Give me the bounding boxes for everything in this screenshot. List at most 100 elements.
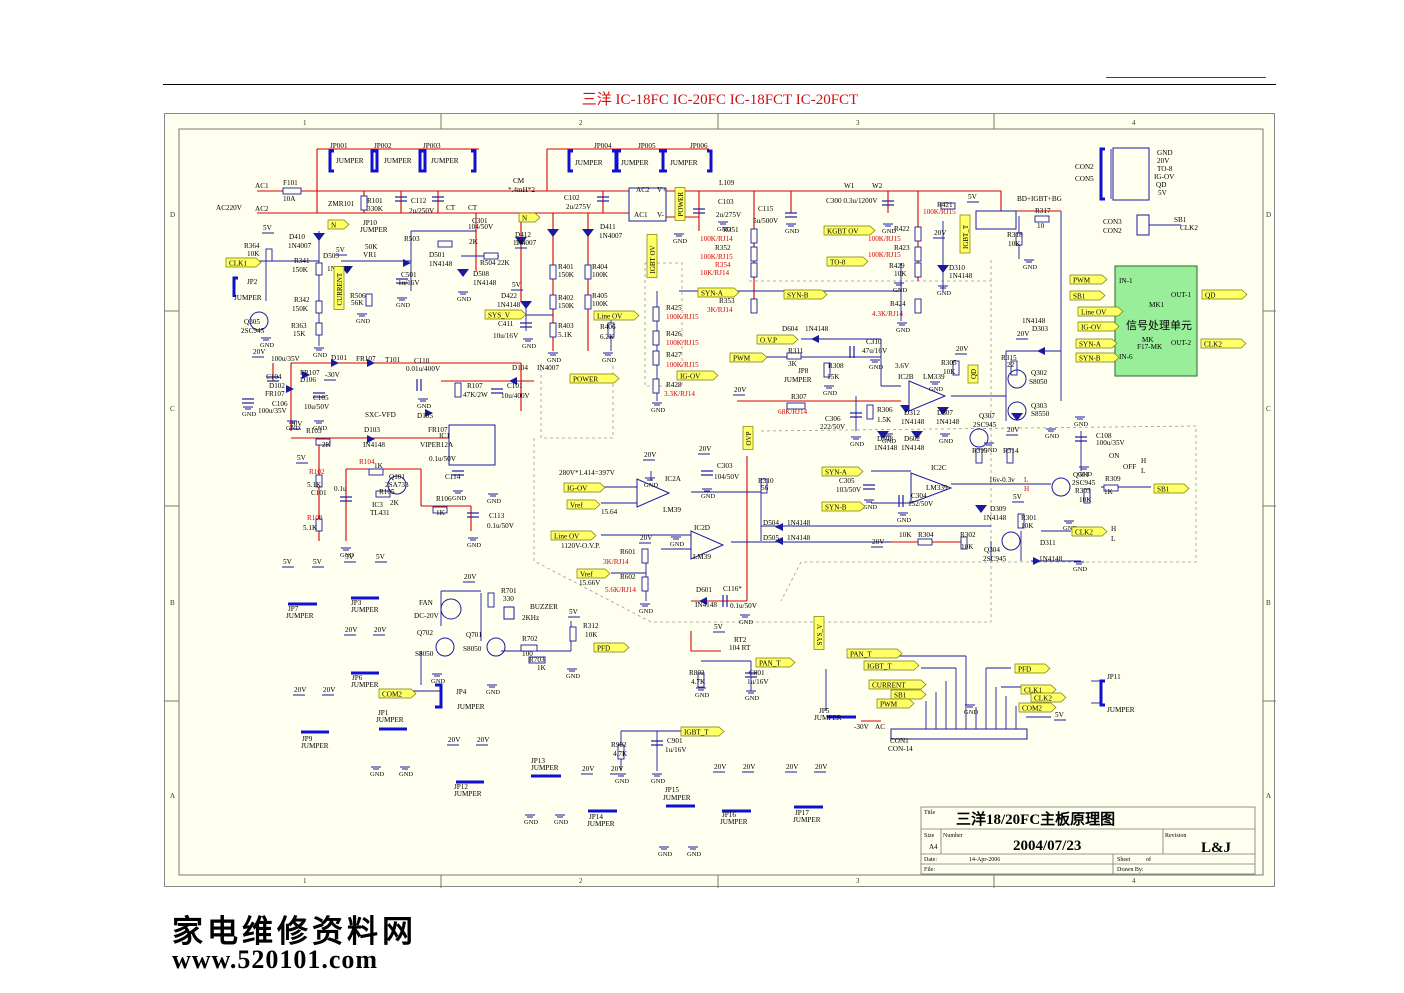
net-tag: Line OV: [1077, 306, 1124, 317]
supply-label: 20V: [345, 626, 358, 634]
supply-label: 20V: [323, 686, 336, 694]
svg-text:GND: GND: [869, 364, 883, 371]
component-label: *.4mH*2: [508, 186, 535, 194]
svg-text:GND: GND: [1073, 566, 1087, 573]
ground-symbol: GND: [452, 490, 466, 502]
component-label: R319: [972, 447, 988, 455]
component-label: 103/50V: [836, 486, 862, 494]
component-label: 330: [503, 595, 514, 603]
component-label: 0.1u: [334, 485, 347, 493]
component-label: R352: [715, 244, 731, 252]
component-label: C101: [507, 382, 523, 390]
component-label: 56K: [351, 299, 364, 307]
net-tag-label: SB1: [1157, 486, 1170, 494]
component-label: 2K: [322, 441, 332, 449]
component-value-red: 100K/RJ14: [700, 235, 733, 243]
component-label: JUMPER: [457, 703, 485, 711]
svg-text:GND: GND: [670, 541, 684, 548]
svg-text:GND: GND: [658, 851, 672, 858]
component-label: C301: [472, 217, 488, 225]
component-label: JUMPER: [351, 606, 379, 614]
component-label: 1N4148: [787, 519, 811, 527]
diodes: [286, 229, 1045, 605]
component-label: 2SC945: [973, 421, 997, 429]
component-label: F17-MK: [1137, 343, 1163, 351]
svg-text:GND: GND: [739, 619, 753, 626]
component-label: C501: [401, 271, 417, 279]
net-tag-label: POWER: [573, 376, 598, 384]
ground-symbol: GND: [897, 512, 911, 524]
component-label: JUMPER: [720, 818, 748, 826]
component-label: R317: [1035, 207, 1051, 215]
component-label: C110: [414, 357, 430, 365]
svg-text:GND: GND: [695, 692, 709, 699]
supply-label: 20V: [477, 736, 490, 744]
component-label: 4.7K: [613, 750, 628, 758]
component-label: L: [1111, 535, 1115, 543]
supply-label: 20V: [956, 345, 969, 353]
ground-symbol: GND: [566, 668, 580, 680]
net-tag: SYN-A: [697, 287, 740, 298]
component-label: IC2C: [931, 464, 947, 472]
grid-col-1-bottom: 1: [303, 877, 307, 885]
ground-symbol: GND: [554, 814, 568, 826]
component-label: R406: [600, 323, 616, 331]
component-label: IG-OV: [1154, 173, 1175, 181]
ground-symbol: GND: [457, 291, 471, 303]
component-value-red: 100K/RJ15: [868, 251, 901, 259]
supply-label: 5V: [376, 553, 386, 561]
component-label: R601: [620, 548, 636, 556]
component-label: 1N4148: [949, 272, 973, 280]
ground-symbol: GND: [687, 846, 701, 858]
title-block-sheet-label: Sheet: [1117, 857, 1131, 863]
component-label: JUMPER: [531, 764, 559, 772]
component-label: 1N4007: [599, 232, 623, 240]
net-tag-label: Vref: [580, 571, 593, 579]
svg-text:GND: GND: [417, 403, 431, 410]
component-label: LM339: [923, 373, 945, 381]
title-block-date-label: Date:: [924, 857, 937, 863]
svg-text:GND: GND: [687, 851, 701, 858]
component-label: JP7: [288, 605, 299, 613]
component-label: JP9: [302, 735, 313, 743]
component-label: JP10: [363, 219, 377, 227]
ground-symbol: GND: [399, 766, 413, 778]
net-tag: POWER: [569, 373, 620, 384]
page-title: 三洋 IC-18FC IC-20FC IC-18FCT IC-20FCT: [581, 92, 859, 108]
component-label: 16v-0.3v: [989, 476, 1015, 484]
net-tag-label: O.V.P: [760, 337, 777, 345]
component-label: D503: [323, 252, 339, 260]
ground-symbol: GND: [882, 433, 896, 445]
ground-symbol: GND: [1073, 561, 1087, 573]
svg-text:GND: GND: [547, 357, 561, 364]
component-label: JUMPER: [670, 159, 698, 167]
supply-label: 20V: [872, 538, 885, 546]
svg-text:GND: GND: [1074, 421, 1088, 428]
component-label: IC1: [439, 432, 450, 440]
component-value-red: 5.6K/RJ14: [605, 586, 636, 594]
supply-label: 5V: [1055, 711, 1065, 719]
net-tag: SYS_V: [484, 309, 527, 320]
title-block-title-label: Title: [924, 810, 935, 816]
net-tag-vertical: IGBT_T: [959, 214, 971, 254]
op-amps: [636, 380, 953, 560]
component-label: 1K: [1104, 488, 1114, 496]
supply-label: 20V: [464, 573, 477, 581]
net-tag-vertical: IGBT OV: [646, 234, 658, 278]
component-label: JP005: [638, 142, 656, 150]
net-tag-label: Line OV: [597, 313, 623, 321]
component-label: R363: [291, 322, 307, 330]
component-label: 10u/400V: [501, 392, 531, 400]
component-value-red: H: [1024, 485, 1029, 493]
svg-text:GND: GND: [1063, 525, 1077, 532]
component-label: RT2: [734, 636, 747, 644]
ground-symbol: GND: [547, 352, 561, 364]
net-tag-label: SYN-A: [1079, 341, 1102, 349]
component-label: 100u/35V: [258, 407, 288, 415]
component-label: D308: [877, 435, 893, 443]
component-label: 104 RT: [729, 644, 751, 652]
component-label: CON-14: [888, 745, 913, 753]
component-label: R427: [666, 351, 682, 359]
component-label: C305: [839, 477, 855, 485]
component-label: R602: [620, 573, 636, 581]
